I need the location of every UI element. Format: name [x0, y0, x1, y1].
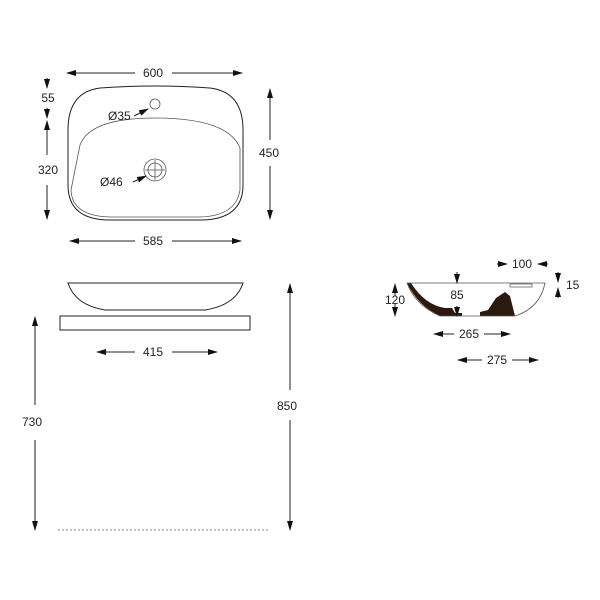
base-width-label: 265 [459, 327, 479, 341]
section-view: 85 120 100 15 265 275 [385, 257, 580, 367]
depth-label: 450 [259, 146, 279, 160]
tap-hole [149, 98, 161, 110]
inner-width-label: 585 [143, 234, 163, 248]
counter-width-label: 415 [143, 345, 163, 359]
basin-outline [67, 85, 244, 221]
basin-section [407, 283, 515, 316]
tap-hole-label: Ø35 [108, 109, 131, 123]
rim-height-label: 15 [566, 278, 580, 292]
inner-depth-label: 85 [450, 288, 464, 302]
total-height-label: 850 [277, 399, 297, 413]
half-width-label: 275 [487, 353, 507, 367]
bowl-depth-label: 320 [38, 163, 58, 177]
basin-side [67, 282, 244, 311]
side-view: 415 730 850 [22, 282, 297, 531]
countertop [59, 315, 251, 331]
top-view: Ø35 Ø46 600 585 450 55 320 [38, 66, 279, 248]
counter-height-label: 730 [22, 415, 42, 429]
drain-label: Ø46 [100, 175, 123, 189]
rim-width-label: 100 [512, 257, 532, 271]
bowl-outline [70, 117, 241, 218]
width-label: 600 [143, 66, 163, 80]
tap-offset-label: 55 [41, 91, 55, 105]
drain [143, 158, 167, 182]
section-height-label: 120 [385, 293, 405, 307]
